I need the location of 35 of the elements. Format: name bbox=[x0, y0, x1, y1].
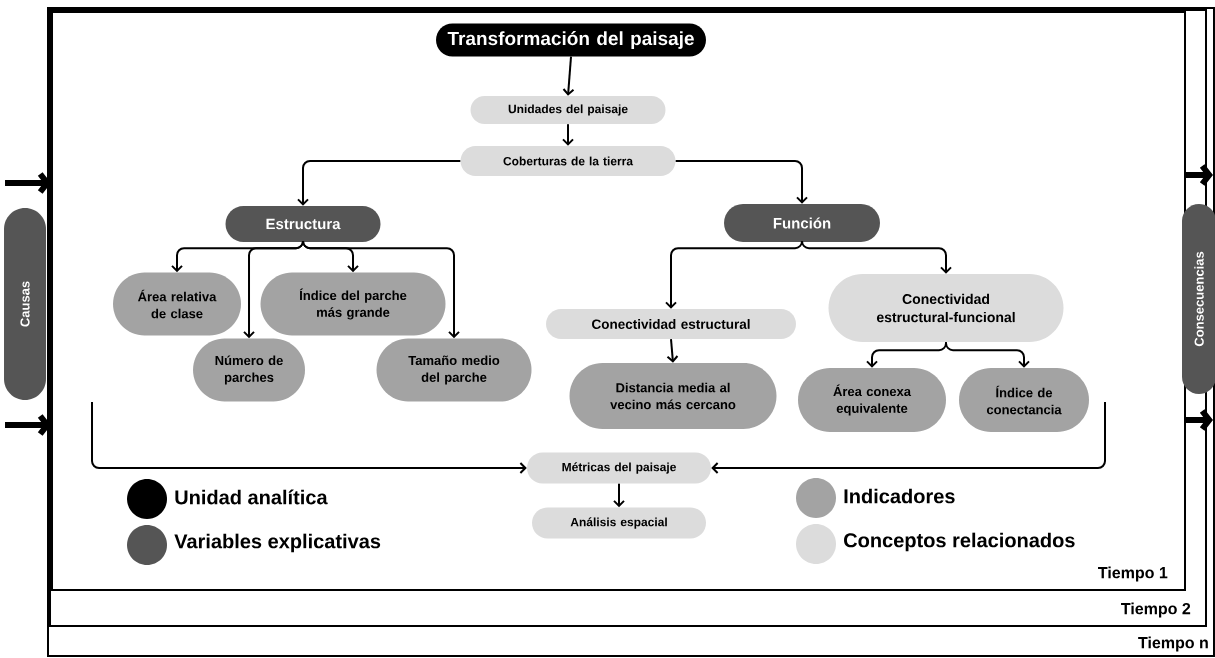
arrow bbox=[91, 401, 527, 474]
indicator-pill: Índice de conectancia bbox=[959, 368, 1089, 432]
arrow bbox=[945, 341, 1030, 368]
arrow bbox=[674, 160, 808, 204]
indicator-pill: Área relativa de clase bbox=[113, 272, 241, 336]
arrow bbox=[613, 482, 625, 508]
concept-pill: Unidades del paisaje bbox=[470, 96, 666, 124]
indicator-pill: Distancia media al vecino más cercano bbox=[569, 363, 777, 429]
indicator-pill: Índice del parche más grande bbox=[260, 272, 446, 336]
legend-label: Unidad analítica bbox=[175, 489, 328, 505]
arrow bbox=[562, 55, 575, 96]
legend-label: Indicadores bbox=[844, 488, 955, 504]
side-pill: Causas bbox=[4, 208, 46, 400]
arrow bbox=[302, 240, 460, 339]
indicator-pill: Área conexa equivalente bbox=[798, 368, 946, 432]
arrow bbox=[297, 160, 462, 206]
arrow bbox=[1186, 164, 1213, 186]
concept-pill: Coberturas de la tierra bbox=[460, 146, 676, 176]
analytic-unit-pill: Transformación del paisaje bbox=[436, 23, 706, 57]
arrow bbox=[1186, 409, 1213, 431]
side-pill: Consecuencias bbox=[1182, 204, 1215, 394]
arrow bbox=[801, 240, 952, 274]
legend-label: Conceptos relacionados bbox=[844, 532, 1075, 552]
concept-pill: Conectividad estructural-funcional bbox=[828, 274, 1064, 342]
arrow bbox=[711, 401, 1106, 474]
arrow bbox=[666, 338, 679, 363]
variable-pill: Función bbox=[724, 204, 880, 242]
indicator-pill: Número de parches bbox=[193, 338, 305, 402]
concept-pill: Métricas del paisaje bbox=[527, 452, 711, 484]
concept-pill: Conectividad estructural bbox=[546, 309, 796, 339]
indicator-pill: Tamaño medio del parche bbox=[376, 338, 532, 402]
legend-label: Variables explicativas bbox=[174, 533, 381, 553]
variable-pill: Estructura bbox=[225, 206, 381, 242]
concept-pill: Análisis espacial bbox=[532, 507, 706, 539]
arrow bbox=[562, 123, 574, 146]
